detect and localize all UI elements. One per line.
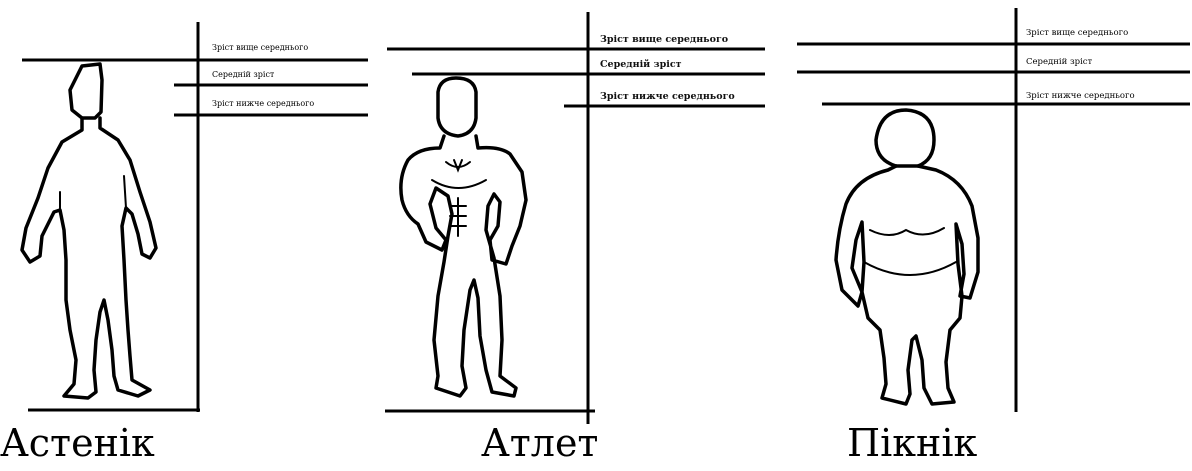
label-below-average: Зріст нижче середнього: [1026, 91, 1135, 101]
label-below-average: Зріст нижче середнього: [212, 99, 314, 108]
label-average: Середній зріст: [1026, 57, 1093, 67]
panel-pyknic: Зріст вище середнього Середній зріст Зрі…: [797, 8, 1190, 412]
label-average: Середній зріст: [600, 59, 682, 70]
panel-athletic: Зріст вище середнього Середній зріст Зрі…: [385, 12, 765, 424]
panel-asthenic: Зріст вище середнього Середній зріст Зрі…: [22, 22, 368, 412]
label-below-average: Зріст нижче середнього: [600, 91, 735, 102]
label-average: Середній зріст: [212, 70, 275, 79]
caption-pyknic: Пікнік: [847, 424, 977, 462]
label-above-average: Зріст вище середнього: [212, 43, 308, 52]
asthenic-figure: [22, 64, 156, 398]
athletic-figure: [401, 78, 526, 396]
caption-asthenic: Астенік: [0, 424, 155, 462]
label-above-average: Зріст вище середнього: [600, 34, 728, 45]
caption-athletic: Атлет: [481, 424, 598, 462]
label-above-average: Зріст вище середнього: [1026, 28, 1128, 38]
pyknic-figure: [836, 110, 978, 404]
